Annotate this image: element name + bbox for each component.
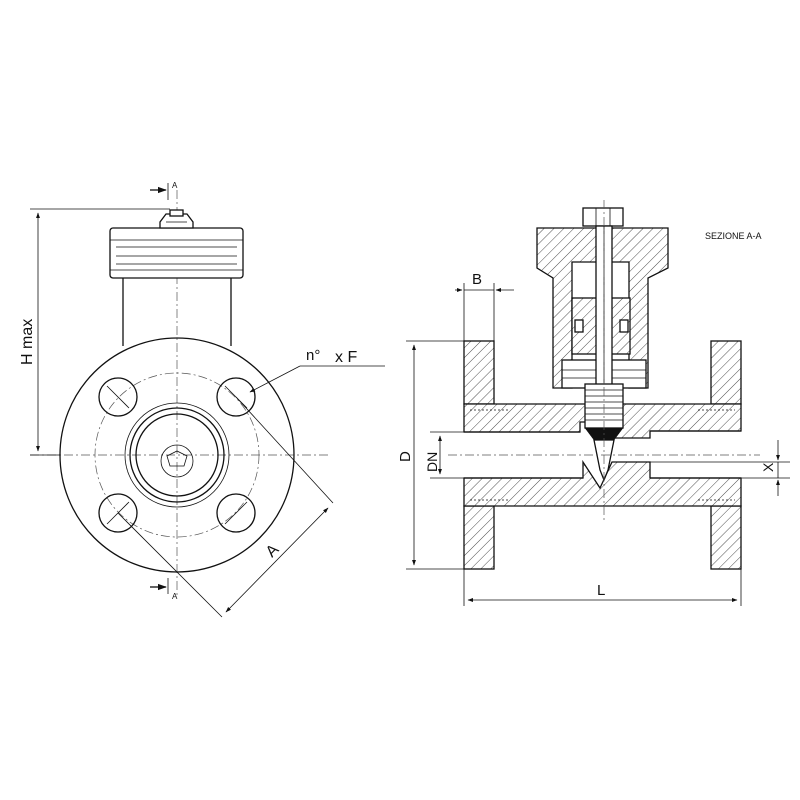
bolt-hole (216, 377, 256, 417)
section-marker-bottom (150, 578, 169, 594)
h-max-label: H max (19, 319, 36, 365)
bolt-circle (94, 372, 260, 538)
bonnet-cap-section (536, 227, 669, 389)
section-marker-bottom-label: A (172, 592, 178, 601)
bolt-hole (98, 377, 138, 417)
bonnet-cap (109, 209, 244, 279)
bore-hub (160, 444, 194, 478)
section-title: SEZIONE A-A (705, 231, 762, 241)
bore-outer (129, 407, 225, 503)
d-dimension (406, 340, 464, 570)
section-view: SEZIONE A-A (397, 200, 790, 606)
left-flange-lower (463, 505, 495, 570)
d-dimension-label: D (397, 451, 414, 462)
a-dimension (117, 396, 334, 618)
section-marker-top-label: A (172, 181, 178, 190)
left-flange-upper (463, 340, 495, 405)
bolt-hole-leader (249, 365, 385, 393)
x-dimension-label: X (760, 462, 776, 472)
right-flange-lower (710, 505, 742, 570)
bore-seat (166, 450, 188, 467)
x-dimension (612, 440, 790, 496)
b-dimension (455, 283, 514, 341)
dn-dimension-label: DN (424, 452, 440, 472)
right-flange-upper (710, 340, 742, 405)
h-max-dimension (30, 208, 170, 456)
x-f-label: x F (335, 349, 357, 366)
flow-passage (464, 430, 741, 479)
dn-dimension (430, 431, 464, 479)
l-dimension (463, 569, 742, 606)
bonnet-neck (122, 278, 232, 346)
section-marker-top (150, 183, 169, 200)
b-dimension-label: B (472, 271, 482, 288)
n-symbol-label: n° (306, 347, 320, 364)
l-dimension-label: L (597, 582, 605, 599)
front-view: H max A A n° x F A (19, 181, 385, 618)
flange-raised-face (124, 402, 230, 508)
bore-inner (135, 413, 219, 497)
bolt-hole (98, 493, 138, 533)
